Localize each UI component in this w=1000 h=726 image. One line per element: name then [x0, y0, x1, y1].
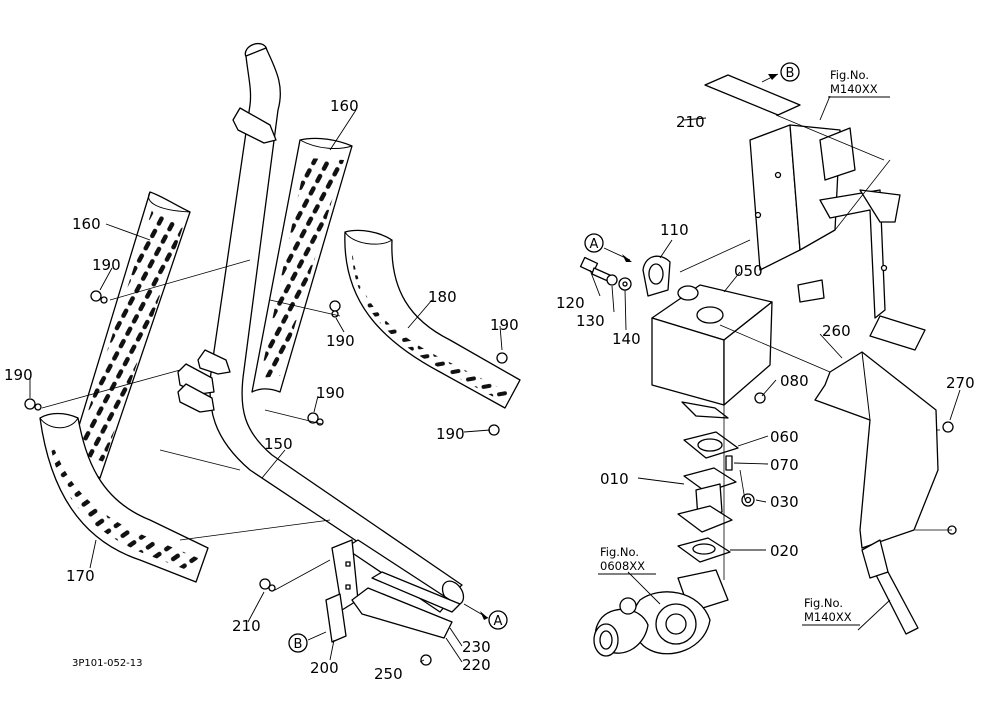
- elbow-shield-170: [39, 412, 209, 583]
- svg-text:B: B: [294, 637, 303, 652]
- exhaust-pipe-150: [177, 42, 465, 613]
- label-230: 230: [462, 638, 491, 656]
- label-130: 130: [576, 312, 605, 330]
- gasket-060: [683, 431, 739, 459]
- label-160-right: 160: [330, 97, 359, 115]
- marker-b-left: B: [288, 631, 327, 653]
- marker-b-right: B: [780, 62, 800, 82]
- label-160-left: 160: [72, 215, 101, 233]
- svg-text:A: A: [590, 237, 599, 252]
- label-020: 020: [770, 542, 799, 560]
- label-140: 140: [612, 330, 641, 348]
- figure-reference-top: Fig.No. M140XX: [828, 68, 890, 98]
- drawing-code: 3P101-052-13: [72, 658, 143, 669]
- part-labels: 160 160 190 190 190 190 190 190 180 150 …: [4, 97, 975, 683]
- alignment-lines-right: [679, 114, 952, 580]
- support-bracket-bottom: [861, 539, 919, 635]
- arrow-from-a-right: [603, 247, 632, 262]
- bolt-250: [420, 654, 432, 666]
- flange-010: [677, 467, 737, 533]
- label-270: 270: [946, 374, 975, 392]
- label-070: 070: [770, 456, 799, 474]
- fig-top-label: Fig.No.: [830, 68, 869, 82]
- label-190-b: 190: [4, 366, 33, 384]
- bracket-200: [325, 593, 347, 643]
- figure-reference-bottom: Fig.No. M140XX: [802, 596, 860, 626]
- arrow-to-a-left: [463, 603, 489, 620]
- gasket-020: [677, 537, 731, 563]
- elbow-shield-180: [344, 229, 521, 409]
- washer-130: [606, 274, 618, 286]
- fig-bottom-value: M140XX: [804, 610, 852, 624]
- label-080: 080: [780, 372, 809, 390]
- stud-070: [725, 455, 733, 471]
- frame-bracket-top: [704, 74, 926, 351]
- label-120: 120: [556, 294, 585, 312]
- label-110: 110: [660, 221, 689, 239]
- fig-top-value: M140XX: [830, 82, 878, 96]
- label-060: 060: [770, 428, 799, 446]
- label-010: 010: [600, 470, 629, 488]
- bolt-190-c: [329, 300, 341, 318]
- heat-shield-160-left: [67, 191, 191, 479]
- bolt-190-d: [307, 412, 324, 426]
- bolt-270: [942, 421, 957, 535]
- heat-shield-160-right: [251, 137, 353, 393]
- label-190-c: 190: [326, 332, 355, 350]
- turbocharger: [593, 569, 729, 657]
- fig-turbo-label: Fig.No.: [600, 545, 639, 559]
- leaders-right: [589, 95, 961, 631]
- label-190-e: 190: [490, 316, 519, 334]
- label-050: 050: [734, 262, 763, 280]
- label-200: 200: [310, 659, 339, 677]
- fig-bottom-label: Fig.No.: [804, 596, 843, 610]
- label-220: 220: [462, 656, 491, 674]
- alignment-lines-left: [41, 259, 341, 591]
- svg-text:B: B: [786, 66, 795, 81]
- label-250: 250: [374, 665, 403, 683]
- label-190-a: 190: [92, 256, 121, 274]
- nut-030: [741, 493, 755, 507]
- bolt-190-a: [90, 290, 108, 304]
- marker-a-right: A: [584, 233, 604, 253]
- label-180: 180: [428, 288, 457, 306]
- heat-shield-260: [814, 351, 939, 549]
- cover-230: [371, 571, 461, 613]
- label-170: 170: [66, 567, 95, 585]
- label-150: 150: [264, 435, 293, 453]
- plate-220: [351, 587, 453, 639]
- washer-140: [618, 277, 632, 291]
- figure-reference-turbo: Fig.No. 0608XX: [598, 545, 656, 575]
- fig-turbo-value: 0608XX: [600, 559, 645, 573]
- leaders-left: [29, 109, 503, 663]
- label-260: 260: [822, 322, 851, 340]
- label-190-d: 190: [316, 384, 345, 402]
- svg-text:A: A: [494, 614, 503, 629]
- label-190-f: 190: [436, 425, 465, 443]
- bolt-190-b: [24, 398, 42, 411]
- bolt-210-left: [259, 578, 276, 592]
- label-210-right: 210: [676, 113, 705, 131]
- label-210-left: 210: [232, 617, 261, 635]
- muffler-050: [651, 284, 773, 419]
- bolt-190-e: [488, 352, 508, 436]
- label-030: 030: [770, 493, 799, 511]
- clamp-110: [642, 255, 671, 297]
- marker-a-left: A: [488, 610, 508, 630]
- arrow-to-b-right: [761, 73, 779, 83]
